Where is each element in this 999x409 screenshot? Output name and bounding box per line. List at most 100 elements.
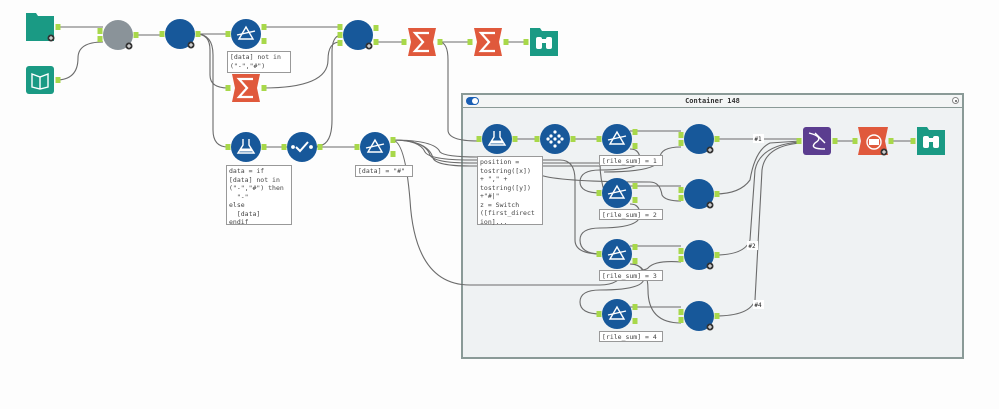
input-anchor[interactable] [401,39,407,45]
tool-summarize-1[interactable] [232,74,260,102]
tool-formula-1[interactable] [231,132,261,162]
tool-filter-r4[interactable] [602,299,632,329]
tool-join-r2[interactable] [684,179,714,209]
input-anchor[interactable] [159,31,165,37]
tool-body[interactable] [684,240,714,270]
tool-filter-r3[interactable] [602,239,632,269]
tool-join-r1[interactable] [684,124,714,154]
input-anchor[interactable] [678,317,684,323]
tool-body[interactable] [602,124,632,154]
output-anchor[interactable] [55,24,61,30]
input-anchor[interactable] [281,144,287,150]
input-anchor[interactable] [534,136,540,142]
tool-body[interactable] [684,179,714,209]
output-anchor[interactable] [261,144,267,150]
output-anchor[interactable] [632,304,638,310]
tool-body[interactable] [103,20,133,50]
input-anchor[interactable] [97,36,103,42]
output-anchor[interactable] [632,143,638,149]
output-anchor[interactable] [261,38,267,44]
tool-join-r3[interactable] [684,240,714,270]
tool-body[interactable] [684,301,714,331]
output-anchor[interactable] [570,136,576,142]
input-anchor[interactable] [476,136,482,142]
input-anchor[interactable] [354,144,360,150]
output-anchor[interactable] [390,137,396,143]
output-anchor[interactable] [503,39,509,45]
output-anchor[interactable] [390,151,396,157]
tool-generate-rows[interactable] [540,124,570,154]
input-anchor[interactable] [596,311,602,317]
output-anchor[interactable] [317,144,323,150]
tool-union-dna[interactable] [803,127,831,155]
input-anchor[interactable] [678,309,684,315]
container-collapse-button[interactable] [952,97,959,104]
output-anchor[interactable] [714,191,720,197]
tool-formula-2[interactable] [482,124,512,154]
output-anchor[interactable] [261,85,267,91]
tool-body[interactable] [165,19,195,49]
input-anchor[interactable] [910,138,916,144]
tool-browse-2[interactable] [917,127,945,155]
tool-iterative-macro[interactable] [858,127,888,156]
input-anchor[interactable] [225,144,231,150]
tool-filter-r1[interactable] [602,124,632,154]
output-anchor[interactable] [632,318,638,324]
output-anchor[interactable] [714,136,720,142]
tool-body[interactable] [602,239,632,269]
input-anchor[interactable] [337,32,343,38]
output-anchor[interactable] [888,138,894,144]
input-anchor[interactable] [678,140,684,146]
tool-body[interactable] [482,124,512,154]
tool-body[interactable] [602,299,632,329]
tool-body[interactable] [231,19,261,49]
output-anchor[interactable] [632,129,638,135]
input-anchor[interactable] [796,138,802,144]
input-anchor[interactable] [678,195,684,201]
input-anchor[interactable] [337,40,343,46]
tool-text-input[interactable] [26,66,54,94]
tool-body[interactable] [684,124,714,154]
output-anchor[interactable] [632,197,638,203]
input-anchor[interactable] [678,187,684,193]
input-anchor[interactable] [523,39,529,45]
input-anchor[interactable] [97,28,103,34]
container-header[interactable]: Container 148 [463,95,962,108]
tool-join-r4[interactable] [684,301,714,331]
container-enable-toggle[interactable] [466,97,479,105]
tool-filter-1[interactable] [231,19,261,49]
input-anchor[interactable] [225,31,231,37]
output-anchor[interactable] [714,313,720,319]
tool-union-gray[interactable] [103,20,133,50]
tool-filter-r2[interactable] [602,178,632,208]
input-anchor[interactable] [596,251,602,257]
tool-summarize-2[interactable] [408,28,436,56]
tool-select-1[interactable] [287,132,317,162]
tool-browse-1[interactable] [530,28,558,56]
input-anchor[interactable] [596,136,602,142]
input-anchor[interactable] [225,85,231,91]
tool-join-2[interactable] [343,20,373,50]
input-anchor[interactable] [678,132,684,138]
tool-body[interactable] [231,132,261,162]
input-anchor[interactable] [337,24,343,30]
input-anchor[interactable] [678,248,684,254]
output-anchor[interactable] [373,39,379,45]
output-anchor[interactable] [832,138,838,144]
output-anchor[interactable] [195,31,201,37]
output-anchor[interactable] [512,136,518,142]
output-anchor[interactable] [632,258,638,264]
input-anchor[interactable] [852,138,858,144]
tool-body[interactable] [602,178,632,208]
output-anchor[interactable] [55,77,61,83]
output-anchor[interactable] [632,244,638,250]
output-anchor[interactable] [133,32,139,38]
tool-input-folder[interactable] [26,13,55,42]
output-anchor[interactable] [261,24,267,30]
output-anchor[interactable] [632,183,638,189]
tool-body[interactable] [287,132,317,162]
tool-filter-2[interactable] [360,132,390,162]
tool-summarize-3[interactable] [474,28,502,56]
tool-body[interactable] [343,20,373,50]
input-anchor[interactable] [596,190,602,196]
